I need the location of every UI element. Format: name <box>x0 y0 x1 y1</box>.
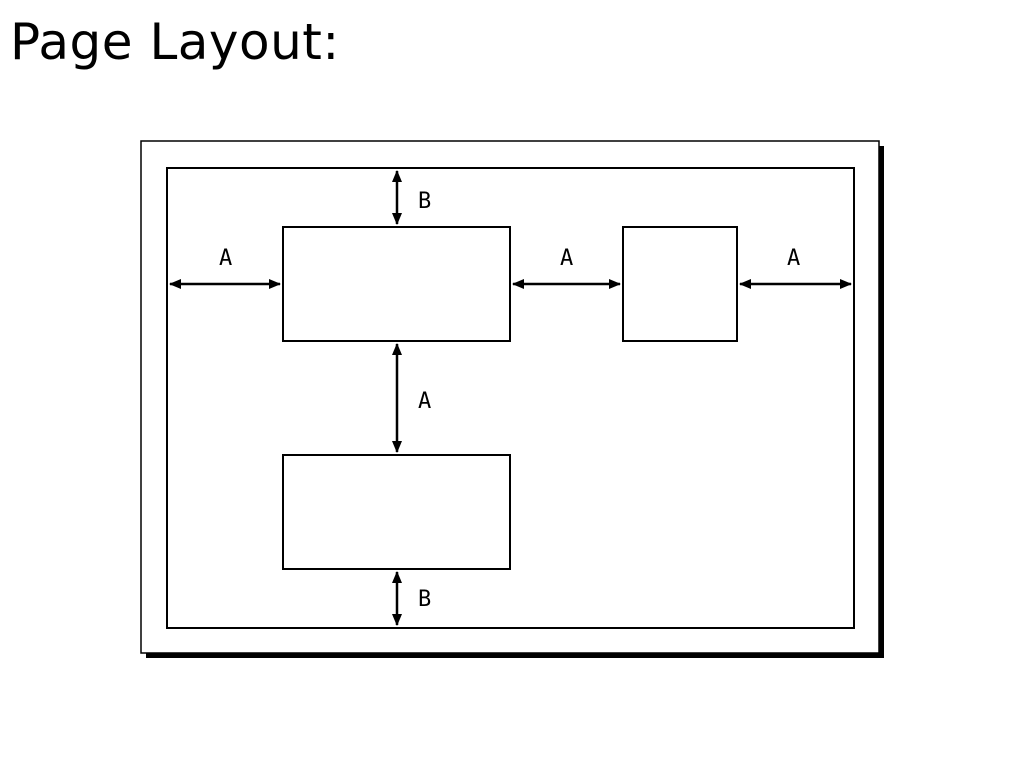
vertical-gap-label: A <box>418 389 431 414</box>
page-boundary <box>166 167 855 629</box>
outer-frame <box>140 140 884 658</box>
slide-title: Page Layout: <box>10 13 340 71</box>
content-box-bottom <box>282 454 511 570</box>
top-margin-label: B <box>418 189 431 214</box>
bottom-margin-label: B <box>418 587 431 612</box>
middle-gap-label: A <box>560 246 573 271</box>
content-box-top-left <box>282 226 511 342</box>
right-margin-label: A <box>787 246 800 271</box>
left-margin-label: A <box>219 246 232 271</box>
content-box-top-right <box>622 226 738 342</box>
